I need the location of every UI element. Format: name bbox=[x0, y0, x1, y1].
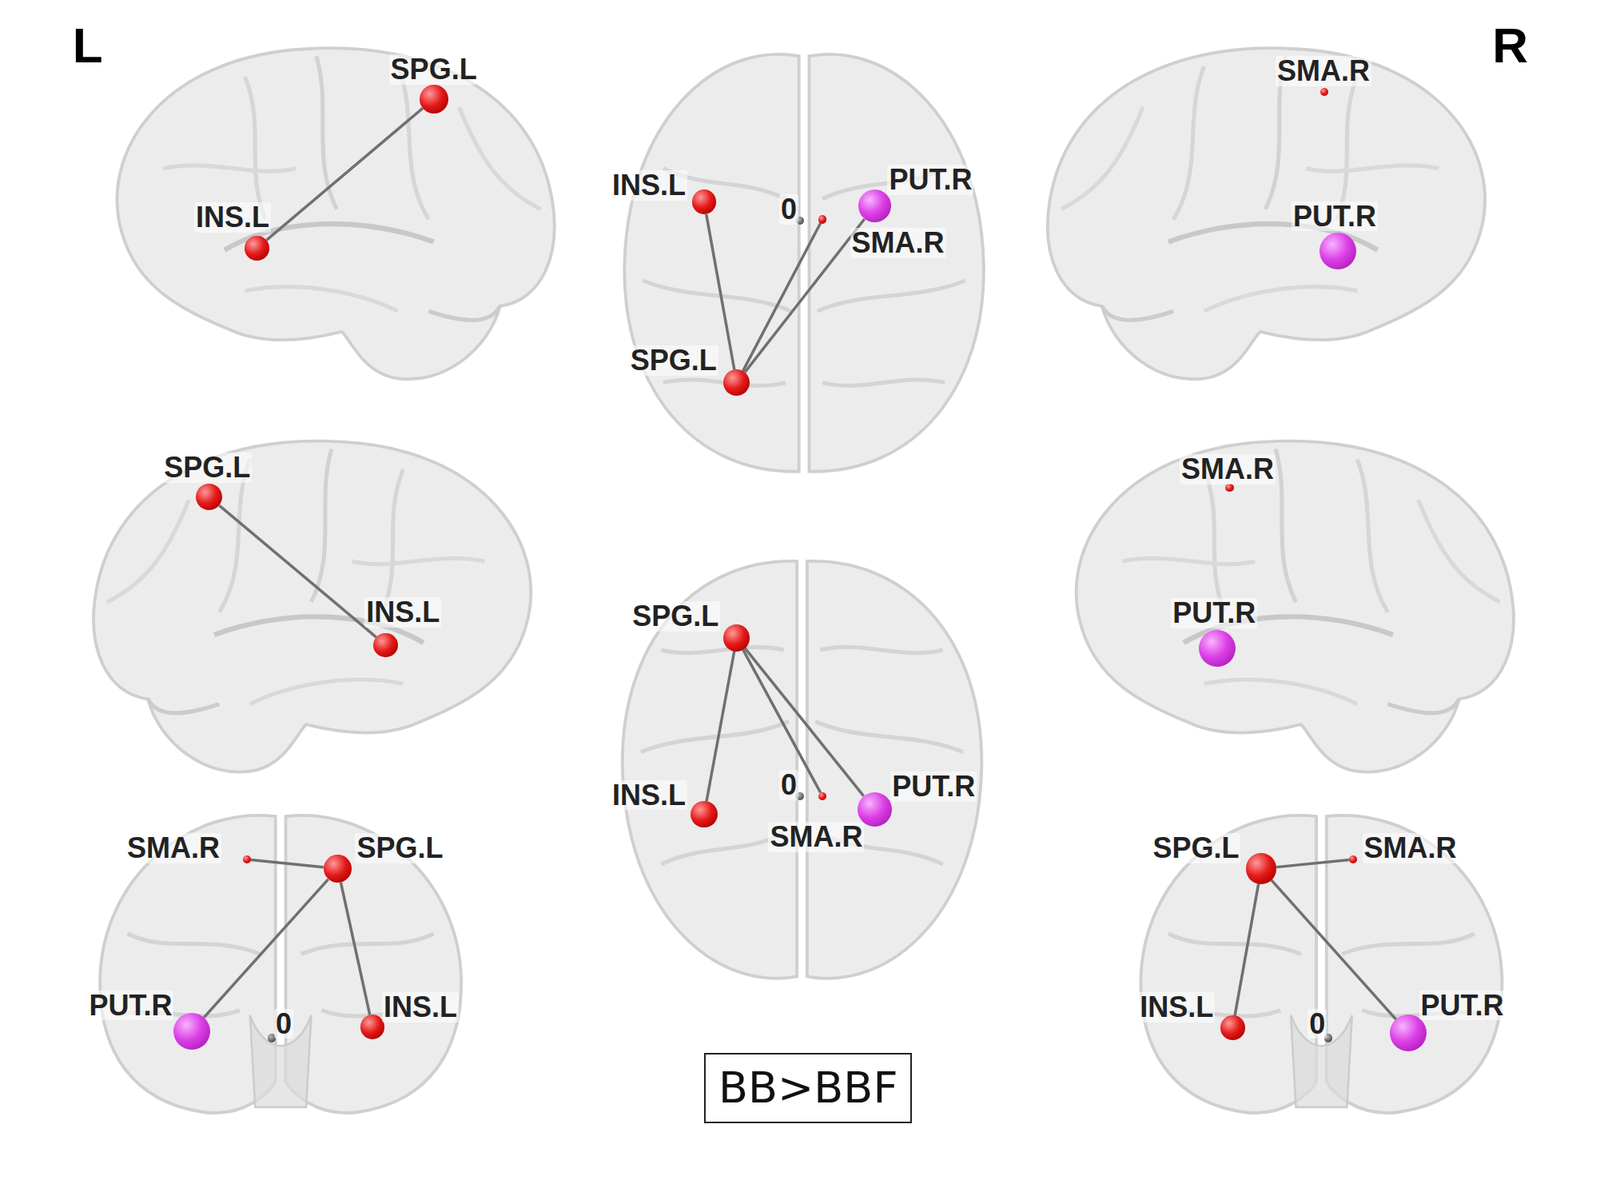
connectivity-line bbox=[744, 648, 864, 797]
region-node: PUT.R bbox=[858, 189, 892, 223]
region-label: PUT.R bbox=[890, 772, 977, 803]
connectivity-line bbox=[743, 222, 821, 371]
region-node: SPG.L bbox=[1245, 852, 1277, 884]
connectivity-line bbox=[744, 218, 865, 373]
region-label: SPG.L bbox=[389, 54, 479, 85]
region-node: 0 bbox=[267, 1033, 276, 1042]
region-node: INS.L bbox=[690, 800, 717, 828]
connectivity-line bbox=[1276, 859, 1350, 868]
region-label: SMA.R bbox=[768, 821, 864, 852]
region-label: INS.L bbox=[382, 991, 459, 1023]
region-label: INS.L bbox=[610, 780, 688, 811]
connectivity-line bbox=[1271, 879, 1397, 1019]
connectivity-line bbox=[266, 107, 423, 240]
region-node: PUT.R bbox=[1198, 629, 1236, 667]
condition-text: BB>BBF bbox=[718, 1062, 899, 1115]
region-node: PUT.R bbox=[857, 792, 892, 827]
connectivity-line bbox=[340, 882, 370, 1015]
region-label: SPG.L bbox=[162, 452, 252, 483]
region-label: SPG.L bbox=[354, 832, 445, 864]
region-label: INS.L bbox=[1138, 991, 1215, 1023]
region-node: INS.L bbox=[692, 189, 717, 215]
region-node: SMA.R bbox=[818, 792, 827, 800]
connectivity-line bbox=[1234, 883, 1259, 1015]
region-label: PUT.R bbox=[87, 990, 174, 1021]
region-node: PUT.R bbox=[1319, 232, 1357, 270]
region-node: SPG.L bbox=[323, 854, 353, 884]
connectivity-line bbox=[1234, 883, 1259, 1015]
region-node: 0 bbox=[1324, 1033, 1333, 1042]
region-label: SMA.R bbox=[125, 832, 222, 864]
region-node: SMA.R bbox=[1320, 87, 1329, 96]
region-label: INS.L bbox=[610, 170, 688, 201]
region-label: SPG.L bbox=[628, 345, 719, 376]
region-label: SMA.R bbox=[850, 227, 947, 259]
region-label: SMA.R bbox=[1179, 453, 1276, 485]
region-node: INS.L bbox=[373, 632, 399, 658]
connectivity-line bbox=[340, 882, 370, 1015]
region-label: 0 bbox=[274, 1008, 294, 1039]
connectivity-line bbox=[1271, 879, 1397, 1019]
connectivity-line bbox=[250, 859, 324, 868]
connectivity-line bbox=[203, 879, 328, 1018]
connectivity-line bbox=[706, 650, 735, 801]
connectivity-line bbox=[744, 218, 865, 373]
region-node: SPG.L bbox=[723, 624, 750, 651]
connectivity-line bbox=[706, 650, 735, 801]
region-label: SPG.L bbox=[630, 600, 721, 632]
region-node: INS.L bbox=[244, 235, 270, 261]
condition-box: BB>BBF bbox=[704, 1052, 913, 1124]
hemisphere-label: R bbox=[1492, 20, 1529, 71]
region-label: PUT.R bbox=[887, 164, 974, 196]
region-label: 0 bbox=[779, 769, 799, 800]
region-node: SPG.L bbox=[419, 84, 449, 114]
region-node: 0 bbox=[796, 216, 804, 225]
region-label: SPG.L bbox=[1150, 832, 1241, 864]
connectivity-line bbox=[743, 222, 821, 371]
region-label: PUT.R bbox=[1419, 990, 1506, 1021]
region-label: 0 bbox=[779, 194, 799, 225]
region-label: SMA.R bbox=[1362, 832, 1459, 864]
connectivity-line bbox=[1276, 859, 1350, 868]
connectivity-line bbox=[266, 107, 423, 240]
region-node: SPG.L bbox=[723, 369, 750, 396]
region-node: SMA.R bbox=[1225, 483, 1234, 492]
region-node: INS.L bbox=[360, 1014, 386, 1039]
region-node: SPG.L bbox=[195, 483, 223, 510]
region-node: INS.L bbox=[1220, 1014, 1246, 1040]
region-label: 0 bbox=[1307, 1008, 1327, 1039]
connectivity-line bbox=[218, 505, 376, 637]
region-label: INS.L bbox=[364, 597, 442, 628]
connectivity-line bbox=[744, 648, 864, 797]
region-label: PUT.R bbox=[1170, 597, 1258, 629]
region-node: 0 bbox=[796, 792, 804, 800]
region-node: SMA.R bbox=[818, 214, 827, 223]
region-label: SMA.R bbox=[1275, 55, 1372, 87]
connectivity-line bbox=[218, 505, 376, 637]
region-node: PUT.R bbox=[173, 1012, 211, 1050]
connectivity-line bbox=[203, 879, 328, 1018]
region-label: INS.L bbox=[194, 202, 271, 233]
region-label: PUT.R bbox=[1291, 201, 1378, 232]
region-node: SMA.R bbox=[242, 855, 251, 864]
connectivity-line bbox=[250, 859, 324, 868]
region-node: SMA.R bbox=[1349, 855, 1358, 864]
hemisphere-label: L bbox=[72, 20, 104, 71]
region-node: PUT.R bbox=[1389, 1014, 1427, 1051]
